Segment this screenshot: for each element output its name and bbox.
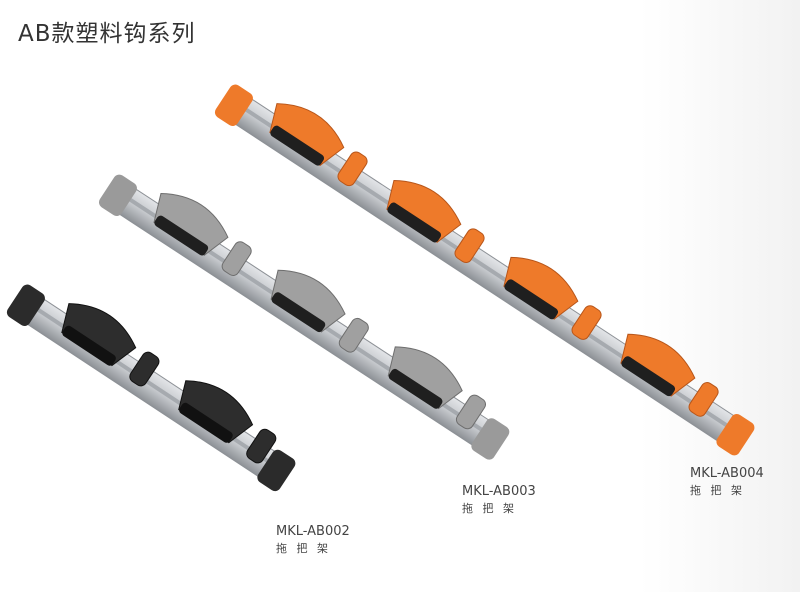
mop-rack-ab003 (98, 174, 510, 460)
caption-ab003: MKL-AB003 拖 把 架 (462, 484, 536, 516)
product-model: MKL-AB004 (690, 466, 764, 481)
product-model: MKL-AB003 (462, 484, 536, 499)
product-name: 拖 把 架 (462, 502, 517, 516)
page-title: AB款塑料钩系列 (18, 21, 196, 47)
caption-ab004: MKL-AB004 拖 把 架 (690, 466, 764, 498)
caption-ab002: MKL-AB002 拖 把 架 (276, 524, 350, 556)
product-name: 拖 把 架 (690, 484, 745, 498)
mop-rack-ab002 (6, 284, 296, 492)
product-name: 拖 把 架 (276, 542, 331, 556)
product-model: MKL-AB002 (276, 524, 350, 539)
mop-rack-ab004 (214, 84, 755, 456)
